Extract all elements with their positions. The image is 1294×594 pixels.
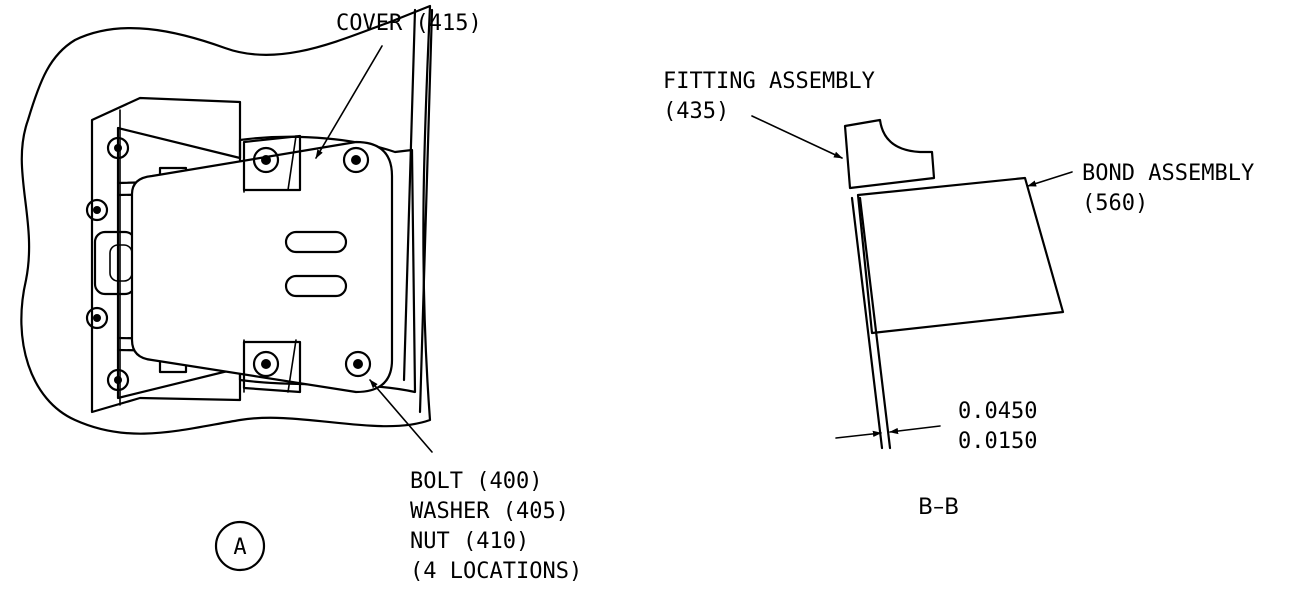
view-marker-a: A <box>214 520 266 572</box>
nut-label: NUT (410) <box>410 529 529 554</box>
bond-label-line2: (560) <box>1082 191 1148 216</box>
detail-a-view: COVER (415) BOLT (400) WASHER (405) NUT … <box>20 4 582 584</box>
hinge-slot <box>93 230 137 296</box>
dimension-upper: 0.0450 <box>958 399 1037 424</box>
skin-outer <box>850 196 884 450</box>
fitting-label-line1: FITTING ASSEMBLY <box>663 69 875 94</box>
left-fitting <box>90 96 242 414</box>
strap-lines <box>243 135 297 393</box>
bolt-label: BOLT (400) <box>410 469 542 494</box>
cover-slot-upper <box>284 230 348 254</box>
fitting-label-line2: (435) <box>663 99 729 124</box>
hinge-slot-inner <box>109 244 133 282</box>
washer-label: WASHER (405) <box>410 499 569 524</box>
dim-arrow-left <box>835 430 882 439</box>
cover-plate[interactable] <box>130 140 394 394</box>
fitting-leader <box>751 115 843 159</box>
bolt-leader <box>369 379 433 453</box>
dim-arrow-right <box>889 425 941 435</box>
cover-label: COVER (415) <box>336 11 482 36</box>
frame-bolts <box>85 136 130 392</box>
cover-leader <box>315 45 383 159</box>
bond-label-line1: BOND ASSEMBLY <box>1082 161 1254 186</box>
cover-slot-lower <box>284 274 348 298</box>
section-bb-view: FITTING ASSEMBLY (435) BOND ASSEMBLY (56… <box>663 69 1254 520</box>
dimension-lower: 0.0150 <box>958 429 1037 454</box>
skin-line-1 <box>402 8 417 382</box>
svg-text:A: A <box>233 535 246 560</box>
fitting-assembly-profile[interactable] <box>843 118 936 190</box>
section-title: B–B <box>918 495 959 520</box>
locations-label: (4 LOCATIONS) <box>410 559 582 584</box>
skin-inner <box>858 196 892 450</box>
break-outline <box>20 4 432 435</box>
skin-line-2 <box>418 8 434 414</box>
bond-leader <box>1027 171 1073 187</box>
bond-assembly-profile[interactable] <box>856 176 1065 335</box>
